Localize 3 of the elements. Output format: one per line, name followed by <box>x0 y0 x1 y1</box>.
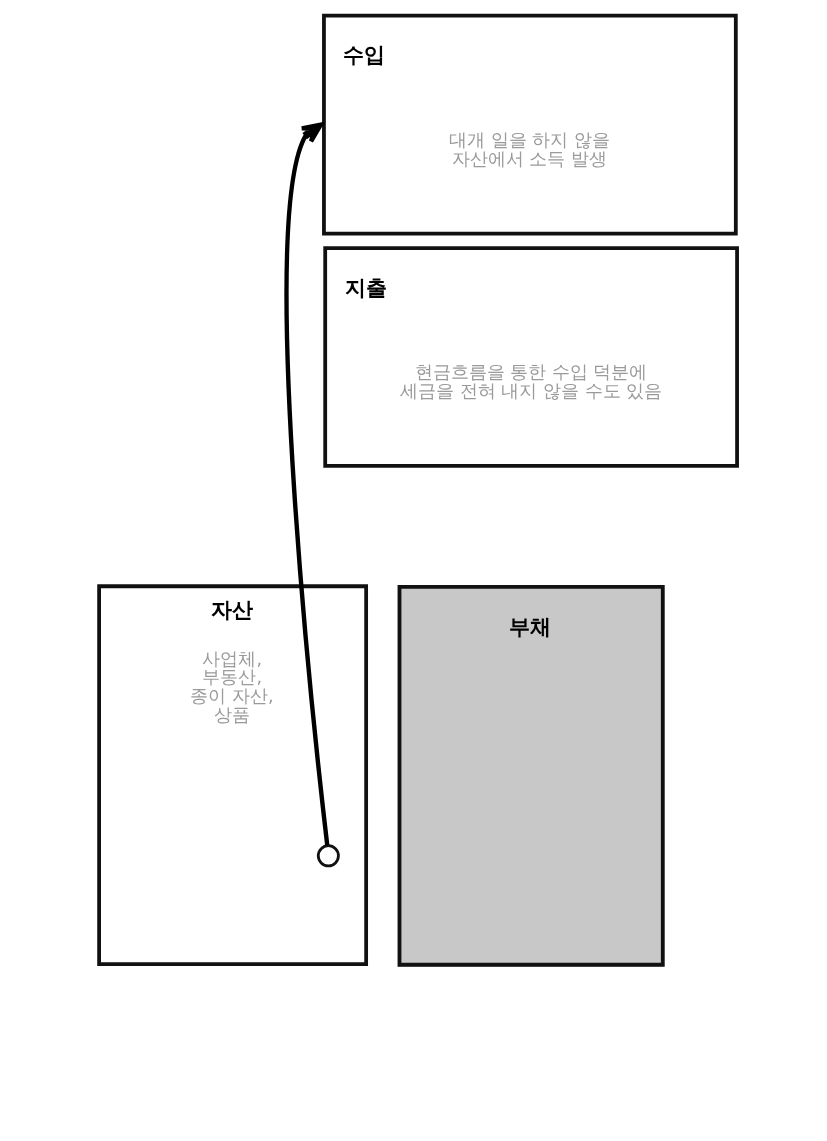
arrow <box>284 122 329 846</box>
node-circle <box>316 844 340 868</box>
cluster: 자산 사업체, 부동산, 종이 자산, 상품 <box>96 584 368 966</box>
